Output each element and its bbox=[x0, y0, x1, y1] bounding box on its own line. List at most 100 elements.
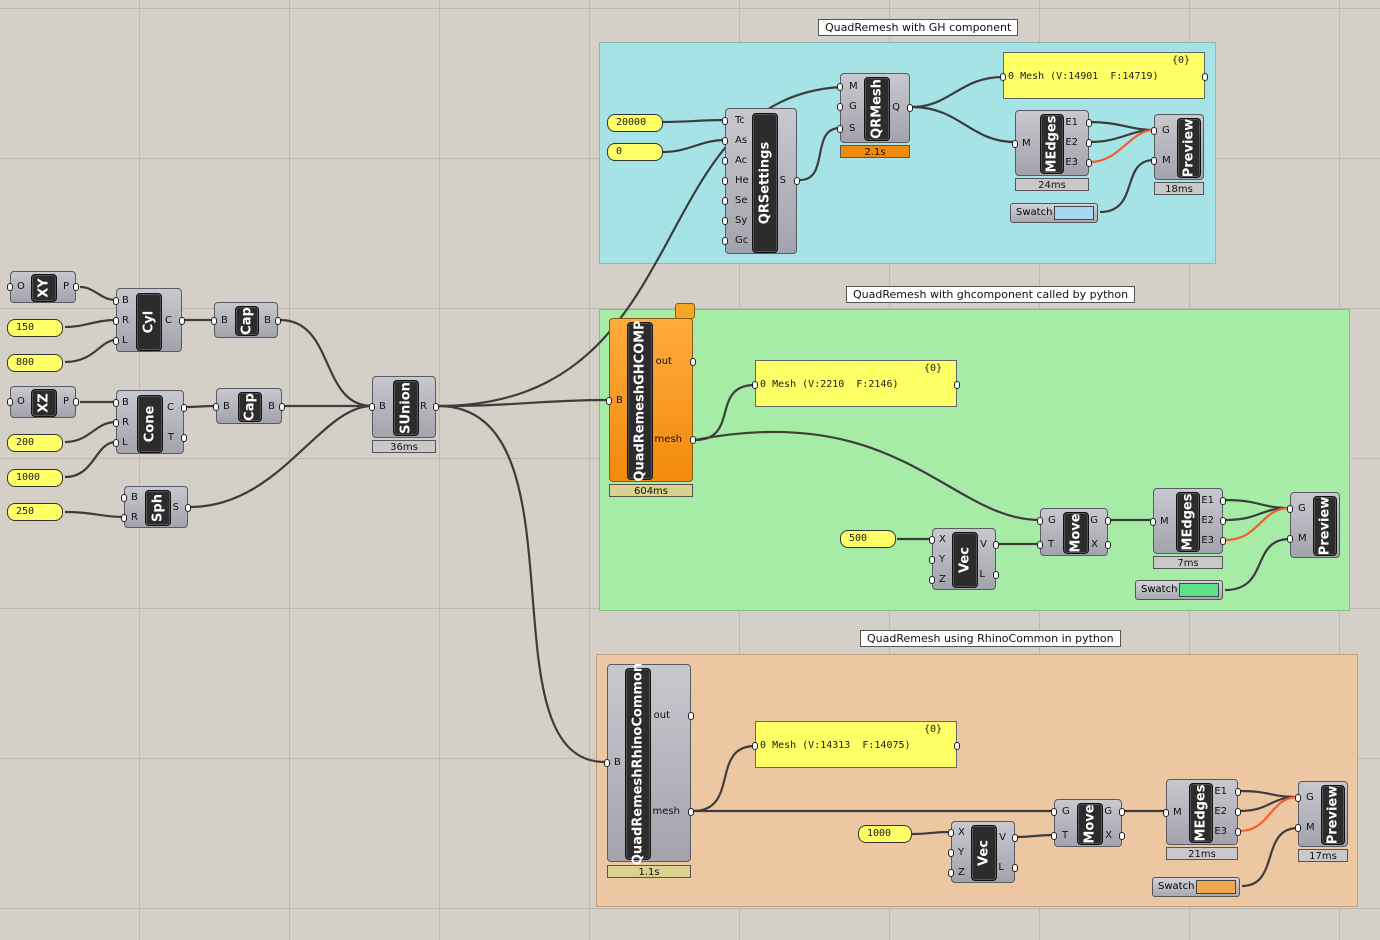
output-grip[interactable] bbox=[181, 434, 187, 442]
output-grip[interactable] bbox=[73, 283, 79, 291]
output-grip[interactable] bbox=[279, 403, 285, 411]
swatch2-colour[interactable] bbox=[1179, 583, 1219, 597]
preview-component-2[interactable]: Preview G M bbox=[1287, 492, 1340, 558]
output-grip[interactable] bbox=[1012, 864, 1018, 872]
input-grip[interactable] bbox=[722, 217, 728, 225]
xy-plane-component[interactable]: XY O P bbox=[7, 271, 79, 303]
number-slider-800[interactable]: 800 bbox=[7, 354, 63, 372]
input-grip[interactable] bbox=[1037, 517, 1043, 525]
output-grip[interactable] bbox=[185, 504, 191, 512]
cap-component-2[interactable]: Cap B B bbox=[213, 388, 285, 424]
input-grip[interactable] bbox=[837, 83, 843, 91]
output-grip[interactable] bbox=[690, 436, 696, 444]
input-grip[interactable] bbox=[606, 397, 612, 405]
input-grip[interactable] bbox=[113, 317, 119, 325]
output-grip[interactable] bbox=[179, 317, 185, 325]
input-grip[interactable] bbox=[929, 556, 935, 564]
input-grip[interactable] bbox=[722, 197, 728, 205]
input-grip[interactable] bbox=[722, 137, 728, 145]
input-grip[interactable] bbox=[369, 403, 375, 411]
input-grip[interactable] bbox=[948, 849, 954, 857]
quadremesh-ghcomp-component[interactable]: QuadRemeshGHCOMP B out mesh bbox=[606, 318, 696, 482]
input-grip[interactable] bbox=[113, 297, 119, 305]
number-slider-1000b[interactable]: 1000 bbox=[858, 825, 912, 843]
cone-component[interactable]: Cone B R L C T bbox=[113, 390, 187, 454]
preview-component-1[interactable]: Preview G M bbox=[1151, 114, 1204, 180]
input-grip[interactable] bbox=[211, 317, 217, 325]
message-balloon-icon[interactable] bbox=[675, 303, 695, 319]
qrmesh-component[interactable]: QRMesh M G S Q bbox=[837, 73, 913, 143]
vector-component-3[interactable]: Vec X Y Z V L bbox=[948, 821, 1018, 883]
panel-mesh-output-2[interactable]: {0} 0 Mesh (V:2210 F:2146) bbox=[752, 360, 960, 407]
input-grip[interactable] bbox=[7, 283, 13, 291]
output-grip[interactable] bbox=[1202, 73, 1208, 81]
input-grip[interactable] bbox=[837, 103, 843, 111]
output-grip[interactable] bbox=[1220, 517, 1226, 525]
number-slider-150[interactable]: 150 bbox=[7, 319, 63, 337]
output-grip[interactable] bbox=[1105, 517, 1111, 525]
output-grip[interactable] bbox=[993, 541, 999, 549]
input-grip[interactable] bbox=[113, 419, 119, 427]
number-slider-200[interactable]: 200 bbox=[7, 434, 63, 452]
medges-component-2[interactable]: MEdges M E1 E2 E3 bbox=[1150, 488, 1226, 554]
preview-component-3[interactable]: Preview G M bbox=[1295, 781, 1348, 847]
medges-component-3[interactable]: MEdges M E1 E2 E3 bbox=[1163, 779, 1241, 845]
input-grip[interactable] bbox=[121, 514, 127, 522]
input-grip[interactable] bbox=[113, 399, 119, 407]
output-grip[interactable] bbox=[794, 177, 800, 185]
input-grip[interactable] bbox=[1295, 794, 1301, 802]
input-grip[interactable] bbox=[1051, 832, 1057, 840]
input-grip[interactable] bbox=[1151, 157, 1157, 165]
move-component-2[interactable]: Move G T G X bbox=[1037, 508, 1111, 556]
output-grip[interactable] bbox=[1235, 808, 1241, 816]
medges-component-1[interactable]: MEdges M E1 E2 E3 bbox=[1012, 110, 1092, 176]
move-component-3[interactable]: Move G T G X bbox=[1051, 799, 1125, 847]
qrsettings-component[interactable]: QRSettings Tc As Ac He Se Sy Gc S bbox=[722, 108, 800, 254]
quadremesh-rhinocommon-component[interactable]: QuadRemeshRhinoCommon B out mesh bbox=[604, 663, 694, 865]
output-grip[interactable] bbox=[73, 398, 79, 406]
input-grip[interactable] bbox=[113, 439, 119, 447]
input-grip[interactable] bbox=[1051, 808, 1057, 816]
input-grip[interactable] bbox=[752, 381, 758, 389]
output-grip[interactable] bbox=[688, 808, 694, 816]
output-grip[interactable] bbox=[688, 712, 694, 720]
output-grip[interactable] bbox=[1086, 139, 1092, 147]
output-grip[interactable] bbox=[1119, 832, 1125, 840]
output-grip[interactable] bbox=[1086, 159, 1092, 167]
output-grip[interactable] bbox=[1220, 537, 1226, 545]
output-grip[interactable] bbox=[181, 404, 187, 412]
output-grip[interactable] bbox=[907, 104, 913, 112]
swatch3-colour[interactable] bbox=[1196, 880, 1236, 894]
swatch1-colour[interactable] bbox=[1054, 206, 1094, 220]
colour-swatch-2[interactable]: Swatch bbox=[1135, 580, 1223, 600]
input-grip[interactable] bbox=[1287, 535, 1293, 543]
output-grip[interactable] bbox=[1235, 828, 1241, 836]
sphere-component[interactable]: Sph B R S bbox=[121, 486, 191, 528]
number-slider-250[interactable]: 250 bbox=[7, 503, 63, 521]
input-grip[interactable] bbox=[722, 177, 728, 185]
output-grip[interactable] bbox=[954, 381, 960, 389]
vector-component-2[interactable]: Vec X Y Z V L bbox=[929, 528, 999, 590]
input-grip[interactable] bbox=[1150, 518, 1156, 526]
xz-plane-component[interactable]: XZ O P bbox=[7, 386, 79, 418]
input-grip[interactable] bbox=[1037, 541, 1043, 549]
input-grip[interactable] bbox=[722, 237, 728, 245]
number-slider-0[interactable]: 0 bbox=[607, 143, 663, 161]
cap-component-1[interactable]: Cap B B bbox=[211, 302, 281, 338]
output-grip[interactable] bbox=[1220, 497, 1226, 505]
input-grip[interactable] bbox=[1163, 809, 1169, 817]
output-grip[interactable] bbox=[954, 742, 960, 750]
input-grip[interactable] bbox=[722, 117, 728, 125]
input-grip[interactable] bbox=[722, 157, 728, 165]
output-grip[interactable] bbox=[1086, 119, 1092, 127]
input-grip[interactable] bbox=[113, 337, 119, 345]
number-slider-1000[interactable]: 1000 bbox=[7, 469, 63, 487]
input-grip[interactable] bbox=[837, 125, 843, 133]
output-grip[interactable] bbox=[690, 358, 696, 366]
output-grip[interactable] bbox=[993, 571, 999, 579]
output-grip[interactable] bbox=[1105, 541, 1111, 549]
panel-mesh-output-3[interactable]: {0} 0 Mesh (V:14313 F:14075) bbox=[752, 721, 960, 768]
input-grip[interactable] bbox=[7, 398, 13, 406]
input-grip[interactable] bbox=[1151, 127, 1157, 135]
colour-swatch-1[interactable]: Swatch bbox=[1010, 203, 1098, 223]
